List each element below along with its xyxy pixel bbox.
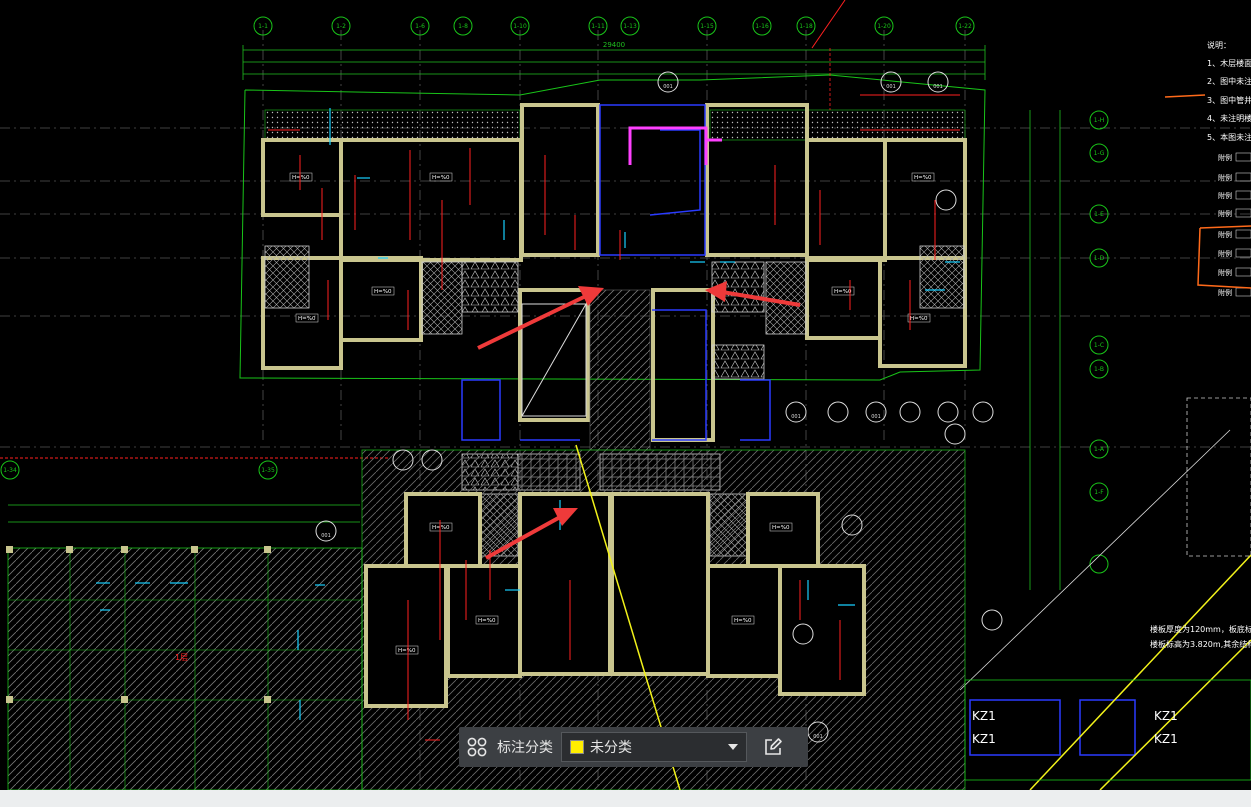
svg-text:H=%0: H=%0 (398, 648, 416, 654)
category-value: 未分类 (590, 740, 632, 756)
category-label: 标注分类 (497, 740, 553, 756)
bottom-right-notes: 楼板厚度为120mm，板底标高见结施 楼板标高为3.820m,其余结构详图 (1150, 624, 1251, 649)
svg-text:1-E: 1-E (1094, 211, 1104, 218)
svg-text:1-6: 1-6 (415, 23, 425, 30)
cyan-annotations (96, 108, 960, 720)
top-axis-bubbles (253, 16, 975, 36)
overall-dimension: 29400 (603, 41, 625, 49)
svg-text:附例: 附例 (1218, 191, 1232, 200)
svg-text:附例: 附例 (1218, 288, 1232, 297)
chevron-down-icon (728, 744, 738, 750)
room-tags: H=%0 H=%0 H=%0 H=%0 H=%0 H=%0 H=%0 H=%0 … (289, 172, 935, 655)
detail-callouts (315, 71, 1003, 743)
svg-text:附例: 附例 (1218, 173, 1232, 182)
svg-text:H=%0: H=%0 (374, 289, 392, 295)
top-axis-labels: 1-1 1-2 1-6 1-8 1-10 1-11 1-13 1-15 1-16… (258, 23, 972, 30)
cad-drawing-canvas[interactable]: 1-1 1-2 1-6 1-8 1-10 1-11 1-13 1-15 1-16… (0, 0, 1251, 790)
svg-text:附例: 附例 (1218, 268, 1232, 277)
svg-text:1-11: 1-11 (591, 23, 605, 30)
magenta-highlight (628, 126, 722, 165)
svg-text:H=%0: H=%0 (292, 175, 310, 181)
svg-text:H=%0: H=%0 (834, 289, 852, 295)
svg-text:附例: 附例 (1218, 230, 1232, 239)
legend: 附例 附例 附例 附例 附例 附例 附例 附例 (1218, 153, 1232, 297)
svg-text:附例: 附例 (1218, 249, 1232, 258)
upper-building-outline (239, 74, 986, 381)
svg-text:1-16: 1-16 (755, 23, 769, 30)
svg-text:1-C: 1-C (1094, 342, 1104, 349)
svg-text:1-10: 1-10 (513, 23, 527, 30)
svg-text:1-A: 1-A (1094, 446, 1105, 453)
svg-text:001: 001 (933, 84, 943, 90)
svg-text:3、图中管井: 3、图中管井 (1207, 95, 1251, 105)
svg-text:001: 001 (886, 84, 896, 90)
right-axis-bubbles (1089, 110, 1109, 574)
svg-text:1-18: 1-18 (799, 23, 813, 30)
svg-text:KZ1: KZ1 (1154, 709, 1178, 723)
svg-text:1-20: 1-20 (877, 23, 891, 30)
category-dropdown[interactable]: 未分类 (561, 732, 747, 762)
svg-text:5、本图未注: 5、本图未注 (1207, 132, 1251, 142)
svg-text:1-13: 1-13 (623, 23, 637, 30)
elevator-box (521, 303, 587, 417)
category-grid-icon[interactable] (459, 727, 495, 767)
svg-text:001: 001 (813, 734, 823, 740)
general-notes: 说明： 1、木层楼面标高 2、图中未注明 3、图中管井 4、未注明楼 5、本图未… (1207, 40, 1251, 142)
svg-text:附例: 附例 (1218, 153, 1232, 162)
svg-text:1-34: 1-34 (3, 467, 17, 474)
svg-text:H=%0: H=%0 (772, 525, 790, 531)
svg-text:H=%0: H=%0 (914, 175, 932, 181)
svg-text:H=%0: H=%0 (432, 175, 450, 181)
pointer-arrows (477, 281, 801, 560)
svg-text:1-B: 1-B (1094, 366, 1104, 373)
svg-text:H=%0: H=%0 (910, 316, 928, 322)
svg-text:1-H: 1-H (1094, 117, 1105, 124)
svg-text:1、木层楼面标高: 1、木层楼面标高 (1207, 58, 1251, 68)
svg-text:KZ1: KZ1 (1154, 732, 1178, 746)
svg-text:2、图中未注明: 2、图中未注明 (1207, 76, 1251, 86)
svg-text:说明：: 说明： (1207, 40, 1231, 50)
svg-text:附例: 附例 (1218, 209, 1232, 218)
svg-text:KZ1: KZ1 (972, 709, 996, 723)
category-color-swatch (570, 740, 584, 754)
svg-text:1-22: 1-22 (958, 23, 972, 30)
svg-text:H=%0: H=%0 (432, 525, 450, 531)
right-axis-labels: 1-H 1-G 1-E 1-D 1-C 1-B 1-A 1-F (1094, 117, 1105, 496)
svg-text:1层: 1层 (175, 653, 188, 662)
right-detail-frame (1186, 397, 1251, 557)
lower-rooms (364, 492, 866, 708)
lower-left-slab (7, 547, 363, 790)
annotation-toolbar: 标注分类 未分类 (459, 727, 808, 767)
revision-cloud (1197, 225, 1251, 289)
svg-text:4、未注明楼: 4、未注明楼 (1207, 113, 1251, 123)
svg-text:001: 001 (791, 414, 801, 420)
svg-text:KZ1: KZ1 (972, 732, 996, 746)
svg-text:楼板标高为3.820m,其余结构详图: 楼板标高为3.820m,其余结构详图 (1150, 639, 1251, 649)
svg-text:1-8: 1-8 (458, 23, 468, 30)
status-strip (0, 790, 1251, 807)
svg-text:1-1: 1-1 (258, 23, 268, 30)
svg-text:1-D: 1-D (1094, 255, 1105, 262)
svg-text:H=%0: H=%0 (734, 618, 752, 624)
svg-text:1-2: 1-2 (336, 23, 346, 30)
svg-text:楼板厚度为120mm，板底标高见结施: 楼板厚度为120mm，板底标高见结施 (1150, 624, 1251, 634)
svg-text:1-G: 1-G (1094, 150, 1105, 157)
svg-text:001: 001 (321, 533, 331, 539)
svg-text:1-35: 1-35 (261, 467, 275, 474)
top-dimensions (242, 45, 986, 80)
edit-icon[interactable] (753, 727, 793, 767)
svg-text:H=%0: H=%0 (298, 316, 316, 322)
svg-text:001: 001 (871, 414, 881, 420)
svg-text:H=%0: H=%0 (478, 618, 496, 624)
svg-text:001: 001 (663, 84, 673, 90)
svg-text:1-15: 1-15 (700, 23, 714, 30)
left-axis-bubbles (0, 460, 278, 480)
svg-text:1-F: 1-F (1094, 489, 1104, 496)
red-annotations (268, 94, 960, 741)
